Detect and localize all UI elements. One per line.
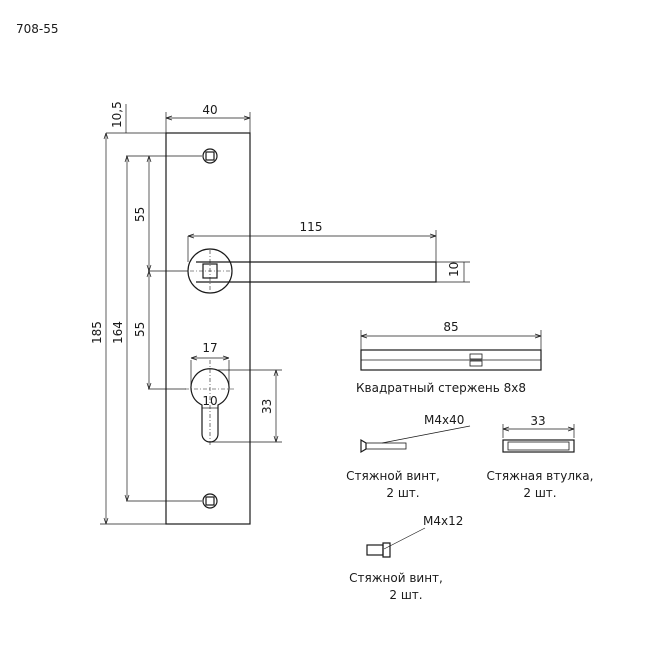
svg-text:2 шт.: 2 шт. bbox=[389, 588, 422, 602]
bottom-screw-hole bbox=[202, 493, 218, 509]
dimension-top-offset: 10,5 bbox=[106, 101, 202, 157]
svg-text:Стяжная втулка,: Стяжная втулка, bbox=[487, 469, 594, 483]
dimension-hole-spacing-upper: 55 bbox=[133, 155, 188, 272]
dimension-lever-length: 115 bbox=[187, 220, 437, 262]
svg-text:55: 55 bbox=[133, 207, 147, 222]
svg-text:17: 17 bbox=[202, 341, 217, 355]
svg-text:2 шт.: 2 шт. bbox=[386, 486, 419, 500]
sleeve-length: 33 bbox=[530, 414, 545, 428]
svg-text:10,5: 10,5 bbox=[110, 101, 124, 128]
screw-long-size: М4х40 bbox=[424, 413, 464, 427]
svg-text:40: 40 bbox=[202, 103, 217, 117]
lever-handle bbox=[190, 250, 437, 292]
screw-short: М4х12 Стяжной винт, 2 шт. bbox=[349, 514, 463, 602]
dimension-screw-span: 164 bbox=[111, 155, 202, 502]
dimension-cylinder-height: 33 bbox=[210, 369, 282, 443]
sleeve: 33 Стяжная втулка, 2 шт. bbox=[487, 414, 594, 500]
svg-text:10: 10 bbox=[202, 394, 217, 408]
svg-text:33: 33 bbox=[260, 399, 274, 414]
dimension-cylinder-pin: 10 bbox=[202, 394, 218, 409]
svg-text:Стяжной винт,: Стяжной винт, bbox=[346, 469, 440, 483]
dimension-cylinder-width: 17 bbox=[190, 341, 230, 389]
svg-text:115: 115 bbox=[300, 220, 323, 234]
svg-text:55: 55 bbox=[133, 322, 147, 337]
spindle-length: 85 bbox=[443, 320, 458, 334]
svg-text:164: 164 bbox=[111, 321, 125, 344]
square-spindle: 85 Квадратный стержень 8х8 bbox=[356, 320, 542, 395]
screw-long: М4х40 Стяжной винт, 2 шт. bbox=[346, 413, 471, 500]
screw-short-size: М4х12 bbox=[423, 514, 463, 528]
spindle-caption: Квадратный стержень 8х8 bbox=[356, 381, 526, 395]
model-number: 708-55 bbox=[16, 22, 59, 36]
dimension-plate-width: 40 bbox=[165, 103, 251, 133]
plate-outline bbox=[165, 132, 251, 525]
top-screw-hole bbox=[202, 148, 218, 164]
dimension-total-height: 185 bbox=[90, 132, 166, 525]
svg-text:2 шт.: 2 шт. bbox=[523, 486, 556, 500]
dimension-lever-height: 10 bbox=[436, 261, 470, 283]
svg-text:185: 185 bbox=[90, 321, 104, 344]
back-plate bbox=[165, 132, 437, 525]
dimension-hole-spacing-lower: 55 bbox=[133, 270, 186, 390]
svg-text:Стяжной винт,: Стяжной винт, bbox=[349, 571, 443, 585]
svg-text:10: 10 bbox=[447, 262, 461, 277]
